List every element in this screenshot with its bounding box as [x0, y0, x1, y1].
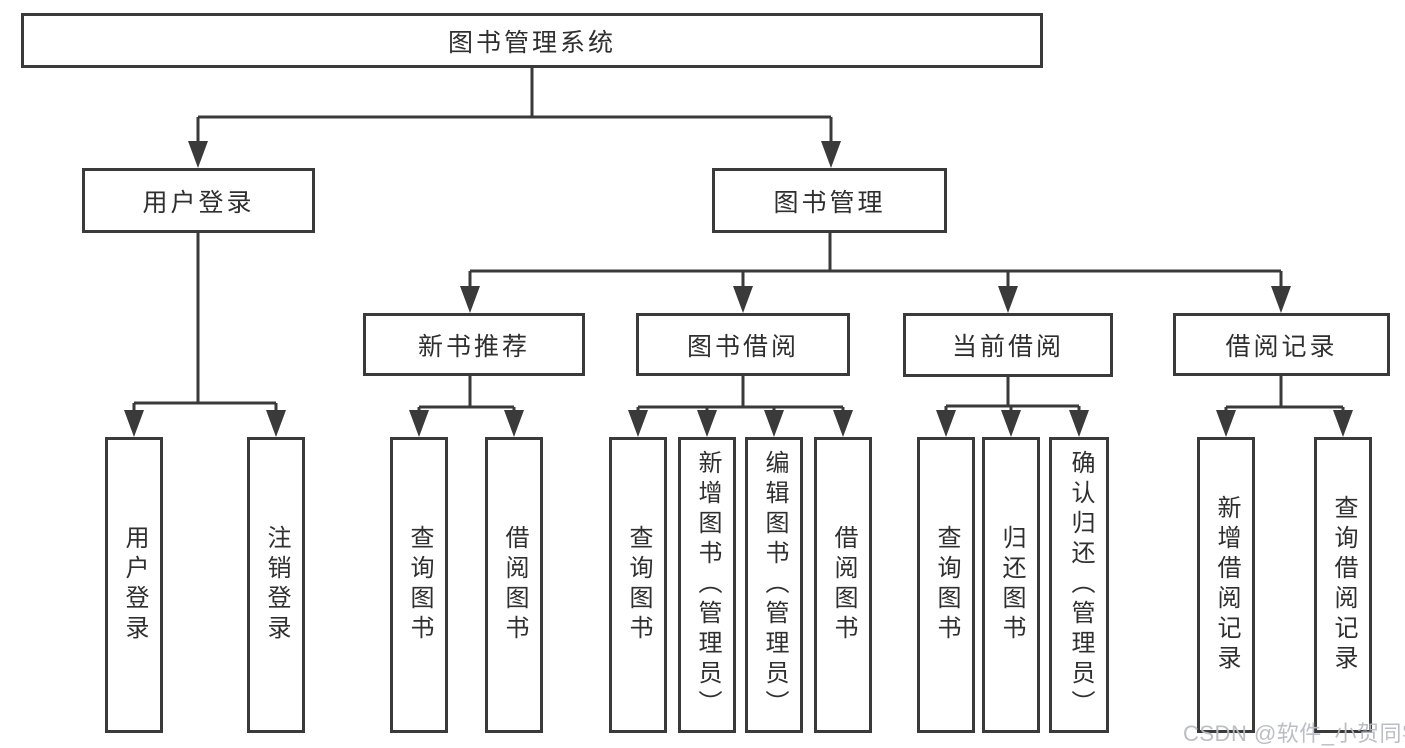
leaf-query-book-borrow: 查询图书: [609, 437, 667, 733]
leaf-borrow-book: 借阅图书: [814, 437, 872, 733]
node-book-borrow: 图书借阅: [636, 313, 850, 376]
leaf-user-login: 用户登录: [105, 437, 163, 733]
leaf-return-book: 归还图书: [982, 437, 1040, 733]
leaf-logout: 注销登录: [247, 437, 305, 733]
node-book-management: 图书管理: [712, 168, 947, 233]
leaf-query-book-recommend: 查询图书: [390, 437, 448, 733]
leaf-add-book-admin: 新增图书（管理员）: [678, 437, 736, 733]
leaf-confirm-return-admin: 确认归还（管理员）: [1049, 437, 1109, 733]
leaf-edit-book-admin: 编辑图书（管理员）: [745, 437, 803, 733]
node-user-login-group: 用户登录: [82, 168, 315, 233]
leaf-add-borrow-record: 新增借阅记录: [1197, 437, 1255, 733]
node-borrow-record: 借阅记录: [1173, 313, 1390, 376]
node-library-system: 图书管理系统: [21, 13, 1043, 68]
leaf-query-book-current: 查询图书: [917, 437, 975, 733]
leaf-query-borrow-record: 查询借阅记录: [1314, 437, 1372, 733]
leaf-borrow-book-recommend: 借阅图书: [485, 437, 543, 733]
csdn-watermark: CSDN @软件_小贺同学: [1183, 721, 1405, 746]
node-current-borrow: 当前借阅: [903, 313, 1113, 377]
node-new-book-recommend: 新书推荐: [363, 313, 585, 376]
